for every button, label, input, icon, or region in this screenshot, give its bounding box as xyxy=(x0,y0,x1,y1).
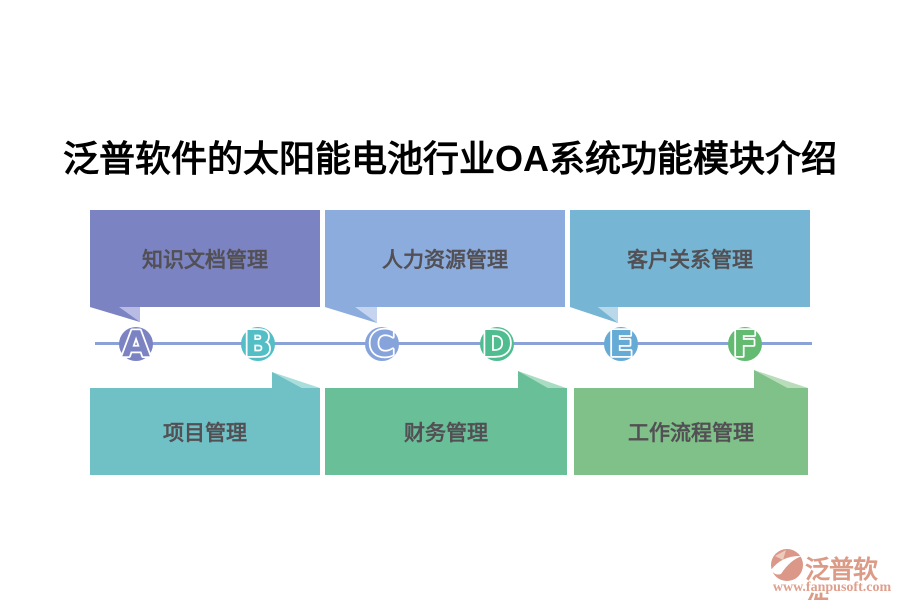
timeline-marker-a: A xyxy=(119,322,153,366)
tail-hr xyxy=(325,307,377,323)
timeline-line xyxy=(95,342,812,345)
marker-letter: E xyxy=(609,324,634,365)
fanpu-url-text: www.fanpusoft.com xyxy=(772,580,892,595)
module-label-workflow: 工作流程管理 xyxy=(628,421,754,445)
marker-letter: F xyxy=(733,324,758,365)
module-box-project: 项目管理 xyxy=(90,388,320,475)
tail-finance xyxy=(518,371,566,388)
timeline-marker-f: F xyxy=(728,322,762,366)
timeline-marker-c: C xyxy=(365,322,399,366)
marker-circle xyxy=(119,327,153,361)
page-title: 泛普软件的太阳能电池行业OA系统功能模块介绍 xyxy=(62,138,837,179)
module-box-knowledge-docs: 知识文档管理 xyxy=(90,210,320,307)
timeline-marker-d: D xyxy=(480,322,514,366)
marker-letter: B xyxy=(244,324,271,365)
marker-circle xyxy=(241,327,275,361)
tail-knowledge-docs xyxy=(90,307,140,322)
timeline-marker-b: B xyxy=(241,322,275,366)
module-box-workflow: 工作流程管理 xyxy=(574,388,808,475)
module-label-knowledge-docs: 知识文档管理 xyxy=(142,248,268,272)
tail-project xyxy=(272,372,320,388)
module-label-hr: 人力资源管理 xyxy=(382,248,508,272)
fanpu-brand-text: 泛普软件 xyxy=(805,556,878,600)
tail-workflow xyxy=(754,370,808,388)
marker-circle xyxy=(604,327,638,361)
module-box-finance: 财务管理 xyxy=(325,388,567,475)
timeline-marker-e: E xyxy=(604,322,638,366)
marker-letter: C xyxy=(369,324,395,365)
module-label-crm: 客户关系管理 xyxy=(627,248,753,272)
module-label-project: 项目管理 xyxy=(163,421,247,445)
tail-crm xyxy=(570,307,618,323)
marker-circle xyxy=(365,327,399,361)
marker-circle xyxy=(728,327,762,361)
marker-letter: D xyxy=(482,324,512,365)
module-label-finance: 财务管理 xyxy=(404,421,488,445)
module-box-crm: 客户关系管理 xyxy=(570,210,810,307)
marker-letter: A xyxy=(122,324,150,365)
fanpu-logo-icon xyxy=(771,549,803,581)
module-box-hr: 人力资源管理 xyxy=(325,210,565,307)
marker-circle xyxy=(480,327,514,361)
